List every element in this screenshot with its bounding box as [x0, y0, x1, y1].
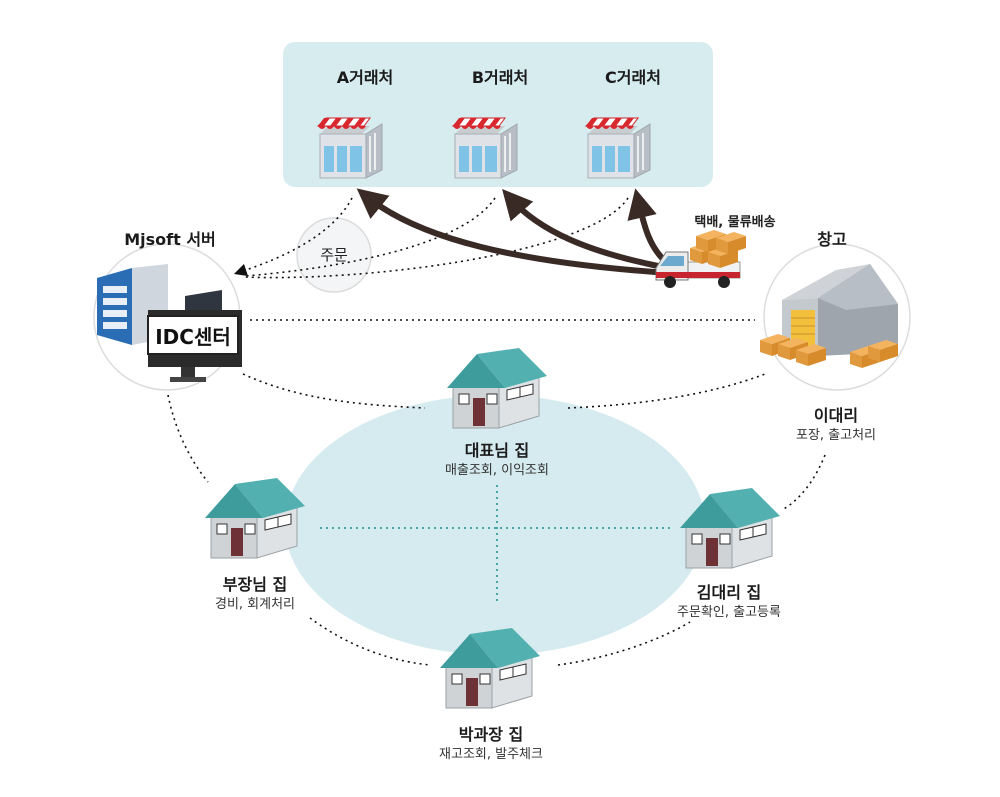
link-manager-park [309, 617, 431, 666]
house-kim-name: 김대리 집 [696, 583, 762, 602]
link-ceo-warehouse [567, 373, 766, 409]
delivery-arrow-b [502, 189, 661, 269]
store-a-label: A거래처 [336, 68, 394, 87]
warehouse-icon [760, 264, 898, 368]
idc-screen-label: IDC센터 [147, 315, 239, 355]
delivery-label: 택배, 물류배송 [694, 215, 776, 230]
truck-icon [655, 230, 746, 288]
office-ellipse [285, 395, 705, 655]
house-kim-role: 주문확인, 출고등록 [677, 605, 781, 620]
store-b-label: B거래처 [471, 68, 529, 87]
server-title: Mjsoft 서버 [124, 230, 216, 249]
order-line-b [244, 197, 496, 277]
house-ceo-icon [446, 347, 548, 429]
link-lee-kim [781, 454, 826, 511]
house-manager-icon [204, 477, 306, 559]
house-manager-name: 부장님 집 [222, 575, 288, 594]
house-ceo-name: 대표님 집 [464, 441, 530, 460]
lee-role: 포장, 출고처리 [795, 428, 877, 443]
order-line-a [233, 197, 353, 277]
lee-name: 이대리 [813, 406, 859, 425]
link-server-manager [167, 394, 209, 483]
link-server-ceo [242, 373, 426, 409]
house-manager-role: 경비, 회계처리 [214, 597, 296, 612]
house-ceo-role: 매출조회, 이익조회 [445, 463, 549, 478]
link-park-kim [557, 621, 691, 666]
store-c-label: C거래처 [605, 68, 661, 87]
house-park-role: 재고조회, 발주체크 [439, 747, 543, 762]
delivery-arrow-c [627, 188, 665, 261]
warehouse-title: 창고 [817, 230, 847, 249]
order-bubble [296, 217, 372, 293]
delivery-arrow-a [356, 188, 658, 275]
house-park-name: 박과장 집 [458, 725, 524, 744]
order-bubble-label: 주문 [320, 246, 348, 264]
